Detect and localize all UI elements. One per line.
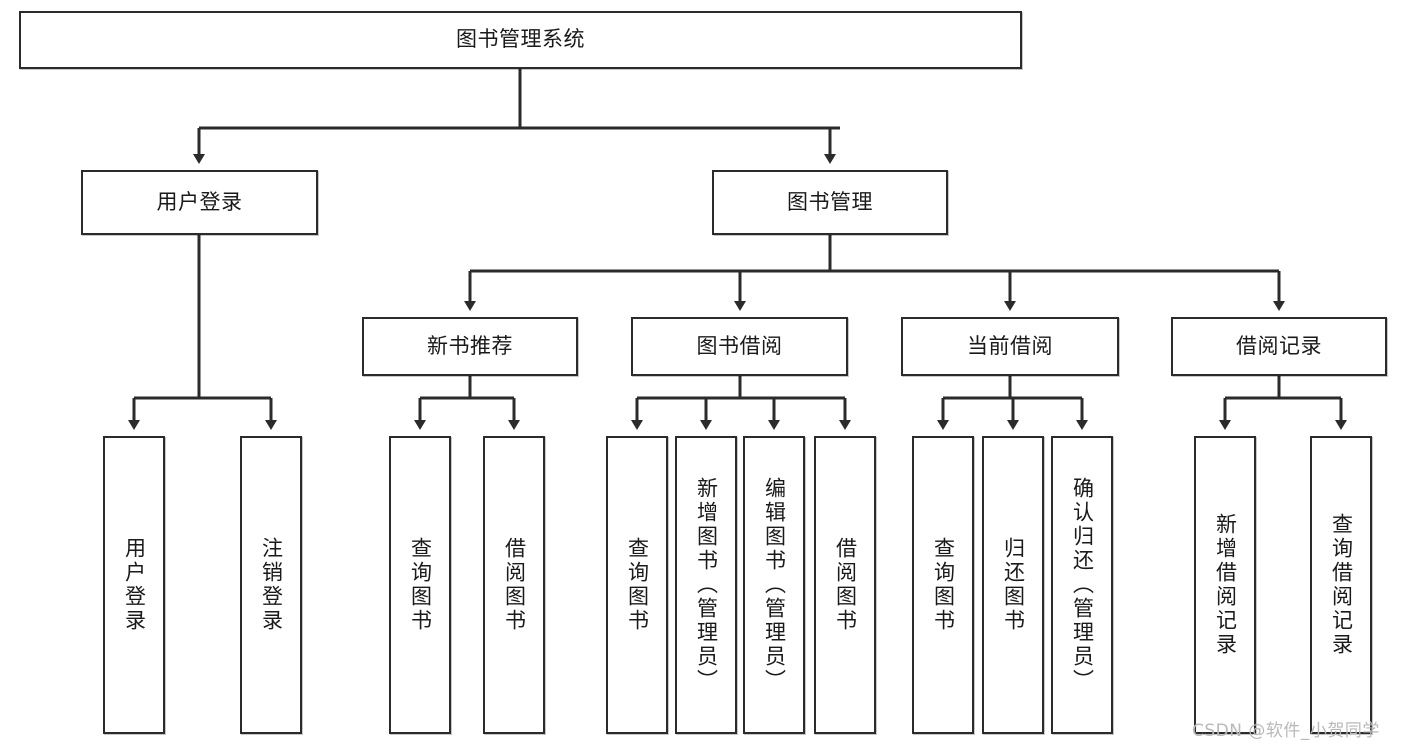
leaf-new-book-query-label: 查询图书 — [408, 537, 433, 633]
leaf-book-borrow-add-label: 新增图书（管理员） — [694, 477, 719, 693]
leaf-user-login-logout-label: 注销登录 — [259, 537, 284, 633]
leaf-book-borrow-edit-label: 编辑图书（管理员） — [762, 477, 787, 693]
leaf-current-borrow-query[interactable]: 查询图书 — [912, 436, 974, 734]
node-current-borrow-label: 当前借阅 — [967, 333, 1053, 358]
leaf-current-borrow-confirm-label: 确认归还（管理员） — [1070, 477, 1095, 693]
leaf-current-borrow-confirm[interactable]: 确认归还（管理员） — [1051, 436, 1113, 734]
leaf-new-book-query[interactable]: 查询图书 — [389, 436, 451, 734]
leaf-book-borrow-query[interactable]: 查询图书 — [606, 436, 668, 734]
node-new-book-recommend-label: 新书推荐 — [427, 333, 513, 358]
leaf-current-borrow-query-label: 查询图书 — [931, 537, 956, 633]
node-user-login[interactable]: 用户登录 — [81, 170, 318, 235]
leaf-new-book-borrow-label: 借阅图书 — [502, 537, 527, 633]
leaf-user-login-login[interactable]: 用户登录 — [103, 436, 165, 734]
leaf-book-borrow-borrow[interactable]: 借阅图书 — [814, 436, 876, 734]
node-root-system-label: 图书管理系统 — [456, 27, 585, 52]
node-borrow-record-label: 借阅记录 — [1236, 333, 1322, 358]
node-book-management-label: 图书管理 — [787, 189, 873, 214]
leaf-borrow-record-query[interactable]: 查询借阅记录 — [1310, 436, 1372, 734]
node-book-management[interactable]: 图书管理 — [712, 170, 948, 235]
node-book-borrow-label: 图书借阅 — [696, 333, 783, 358]
leaf-book-borrow-query-label: 查询图书 — [625, 537, 650, 633]
leaf-new-book-borrow[interactable]: 借阅图书 — [483, 436, 545, 734]
node-borrow-record[interactable]: 借阅记录 — [1171, 317, 1387, 376]
leaf-borrow-record-add[interactable]: 新增借阅记录 — [1194, 436, 1256, 734]
leaf-current-borrow-return[interactable]: 归还图书 — [982, 436, 1044, 734]
leaf-user-login-login-label: 用户登录 — [122, 537, 147, 633]
node-user-login-label: 用户登录 — [156, 189, 243, 214]
leaf-book-borrow-add[interactable]: 新增图书（管理员） — [675, 436, 737, 734]
node-new-book-recommend[interactable]: 新书推荐 — [362, 317, 578, 376]
leaf-borrow-record-add-label: 新增借阅记录 — [1213, 513, 1238, 657]
node-root-system[interactable]: 图书管理系统 — [19, 11, 1022, 69]
leaf-book-borrow-edit[interactable]: 编辑图书（管理员） — [743, 436, 805, 734]
node-book-borrow[interactable]: 图书借阅 — [631, 317, 848, 376]
leaf-borrow-record-query-label: 查询借阅记录 — [1329, 513, 1354, 657]
leaf-book-borrow-borrow-label: 借阅图书 — [833, 537, 858, 633]
csdn-watermark: CSDN @软件_小贺同学 — [1192, 721, 1380, 741]
leaf-user-login-logout[interactable]: 注销登录 — [240, 436, 302, 734]
node-current-borrow[interactable]: 当前借阅 — [901, 317, 1119, 376]
leaf-current-borrow-return-label: 归还图书 — [1001, 537, 1026, 633]
